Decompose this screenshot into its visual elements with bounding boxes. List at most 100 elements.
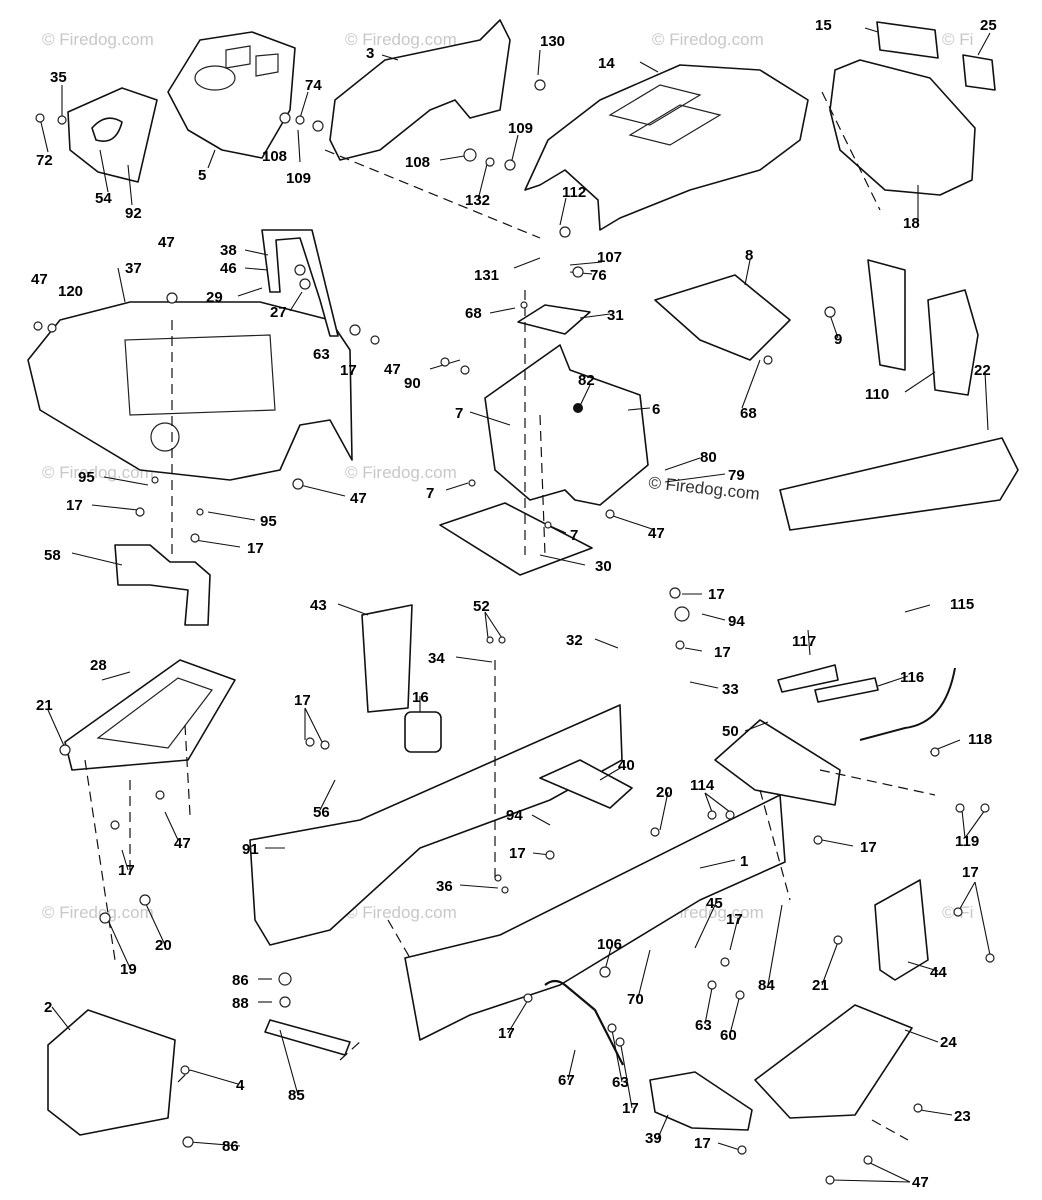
callout-91: 91	[242, 841, 259, 858]
part-3-panel	[329, 19, 511, 161]
part-15-grille	[876, 21, 939, 59]
callout-120: 120	[58, 283, 83, 300]
callout-52: 52	[473, 598, 490, 615]
callout-67: 67	[558, 1072, 575, 1089]
callout-108: 108	[262, 148, 287, 165]
callout-20: 20	[656, 784, 673, 801]
part-39-bracket	[649, 1071, 753, 1131]
part-30-plate	[439, 502, 593, 576]
callout-22: 22	[974, 362, 991, 379]
callout-2: 2	[44, 999, 52, 1016]
watermark-text: © Firedog.com	[42, 30, 154, 49]
callout-30: 30	[595, 558, 612, 575]
part-1-frame	[404, 794, 786, 1041]
callout-108: 108	[405, 154, 430, 171]
callout-68: 68	[740, 405, 757, 422]
callout-15: 15	[815, 17, 832, 34]
part-44-plate	[874, 879, 929, 981]
callout-43: 43	[310, 597, 327, 614]
callout-40: 40	[618, 757, 635, 774]
callout-9: 9	[834, 331, 842, 348]
callout-17: 17	[66, 497, 83, 514]
callout-107: 107	[597, 249, 622, 266]
callout-118: 118	[968, 731, 992, 748]
callout-17: 17	[726, 911, 743, 928]
callout-24: 24	[940, 1034, 957, 1051]
part-37-cap	[150, 422, 180, 452]
callout-79: 79	[728, 467, 745, 484]
callout-84: 84	[758, 977, 775, 994]
callout-44: 44	[930, 964, 947, 981]
part-58-bracket	[114, 544, 211, 626]
callout-21: 21	[36, 697, 53, 714]
callout-18: 18	[903, 215, 920, 232]
part-37-deck	[124, 334, 276, 416]
part-29-bracket	[261, 229, 339, 337]
callout-17: 17	[247, 540, 264, 557]
callout-29: 29	[206, 289, 223, 306]
part-25-grille	[962, 54, 996, 91]
callout-60: 60	[720, 1027, 737, 1044]
callout-47: 47	[912, 1174, 929, 1191]
callout-17: 17	[694, 1135, 711, 1152]
hardware	[33, 79, 995, 1185]
callout-23: 23	[954, 1108, 971, 1125]
part-91-frame	[249, 704, 623, 946]
callout-35: 35	[50, 69, 67, 86]
callout-119: 119	[955, 833, 979, 850]
callout-110: 110	[865, 386, 889, 403]
callout-5: 5	[198, 167, 206, 184]
part-117-arm	[777, 664, 839, 693]
watermark-text: © Firedog.com	[42, 903, 154, 922]
part-2-plate	[47, 1009, 176, 1136]
callout-36: 36	[436, 878, 453, 895]
callout-17: 17	[498, 1025, 515, 1042]
callout-76: 76	[590, 267, 607, 284]
part-92-shield	[67, 87, 158, 183]
part-5-opening	[194, 65, 236, 91]
callout-117: 117	[792, 633, 816, 650]
callout-39: 39	[645, 1130, 662, 1147]
callout-27: 27	[270, 304, 287, 321]
callout-68: 68	[465, 305, 482, 322]
part-8-panel	[654, 274, 791, 361]
callout-16: 16	[412, 689, 429, 706]
leader-lines	[39, 27, 991, 1183]
callout-47: 47	[350, 490, 367, 507]
part-24-footrest	[754, 1004, 913, 1119]
callout-17: 17	[708, 586, 725, 603]
watermark-text: © Fi	[942, 30, 973, 49]
part-5-slots	[225, 45, 279, 77]
callout-115: 115	[950, 596, 974, 613]
callout-46: 46	[220, 260, 237, 277]
watermark-text: © Firedog.com	[42, 463, 154, 482]
part-110-brackets	[867, 259, 979, 396]
callout-17: 17	[294, 692, 311, 709]
callout-47: 47	[384, 361, 401, 378]
callout-58: 58	[44, 547, 61, 564]
callout-21: 21	[812, 977, 829, 994]
callout-70: 70	[627, 991, 644, 1008]
callout-95: 95	[260, 513, 277, 530]
callout-3: 3	[366, 45, 374, 62]
callout-7: 7	[570, 527, 578, 544]
callout-17: 17	[622, 1100, 639, 1117]
callout-109: 109	[508, 120, 533, 137]
callout-25: 25	[980, 17, 997, 34]
part-67-lever	[544, 979, 624, 1066]
callout-132: 132	[465, 192, 490, 209]
part-43-plate	[361, 604, 413, 713]
callout-47: 47	[31, 271, 48, 288]
callout-17: 17	[962, 864, 979, 881]
callout-labels: 15 25 3 130 14 35 72 54 92 5 74 108 109 …	[31, 17, 997, 1191]
part-6-tower	[484, 344, 649, 506]
callout-17: 17	[509, 845, 526, 862]
callout-47: 47	[174, 835, 191, 852]
callout-130: 130	[540, 33, 565, 50]
callout-4: 4	[236, 1077, 245, 1094]
part-116-bar	[814, 677, 879, 703]
part-14-vents	[608, 84, 722, 146]
callout-50: 50	[722, 723, 739, 740]
callout-17: 17	[118, 862, 135, 879]
callout-90: 90	[404, 375, 421, 392]
